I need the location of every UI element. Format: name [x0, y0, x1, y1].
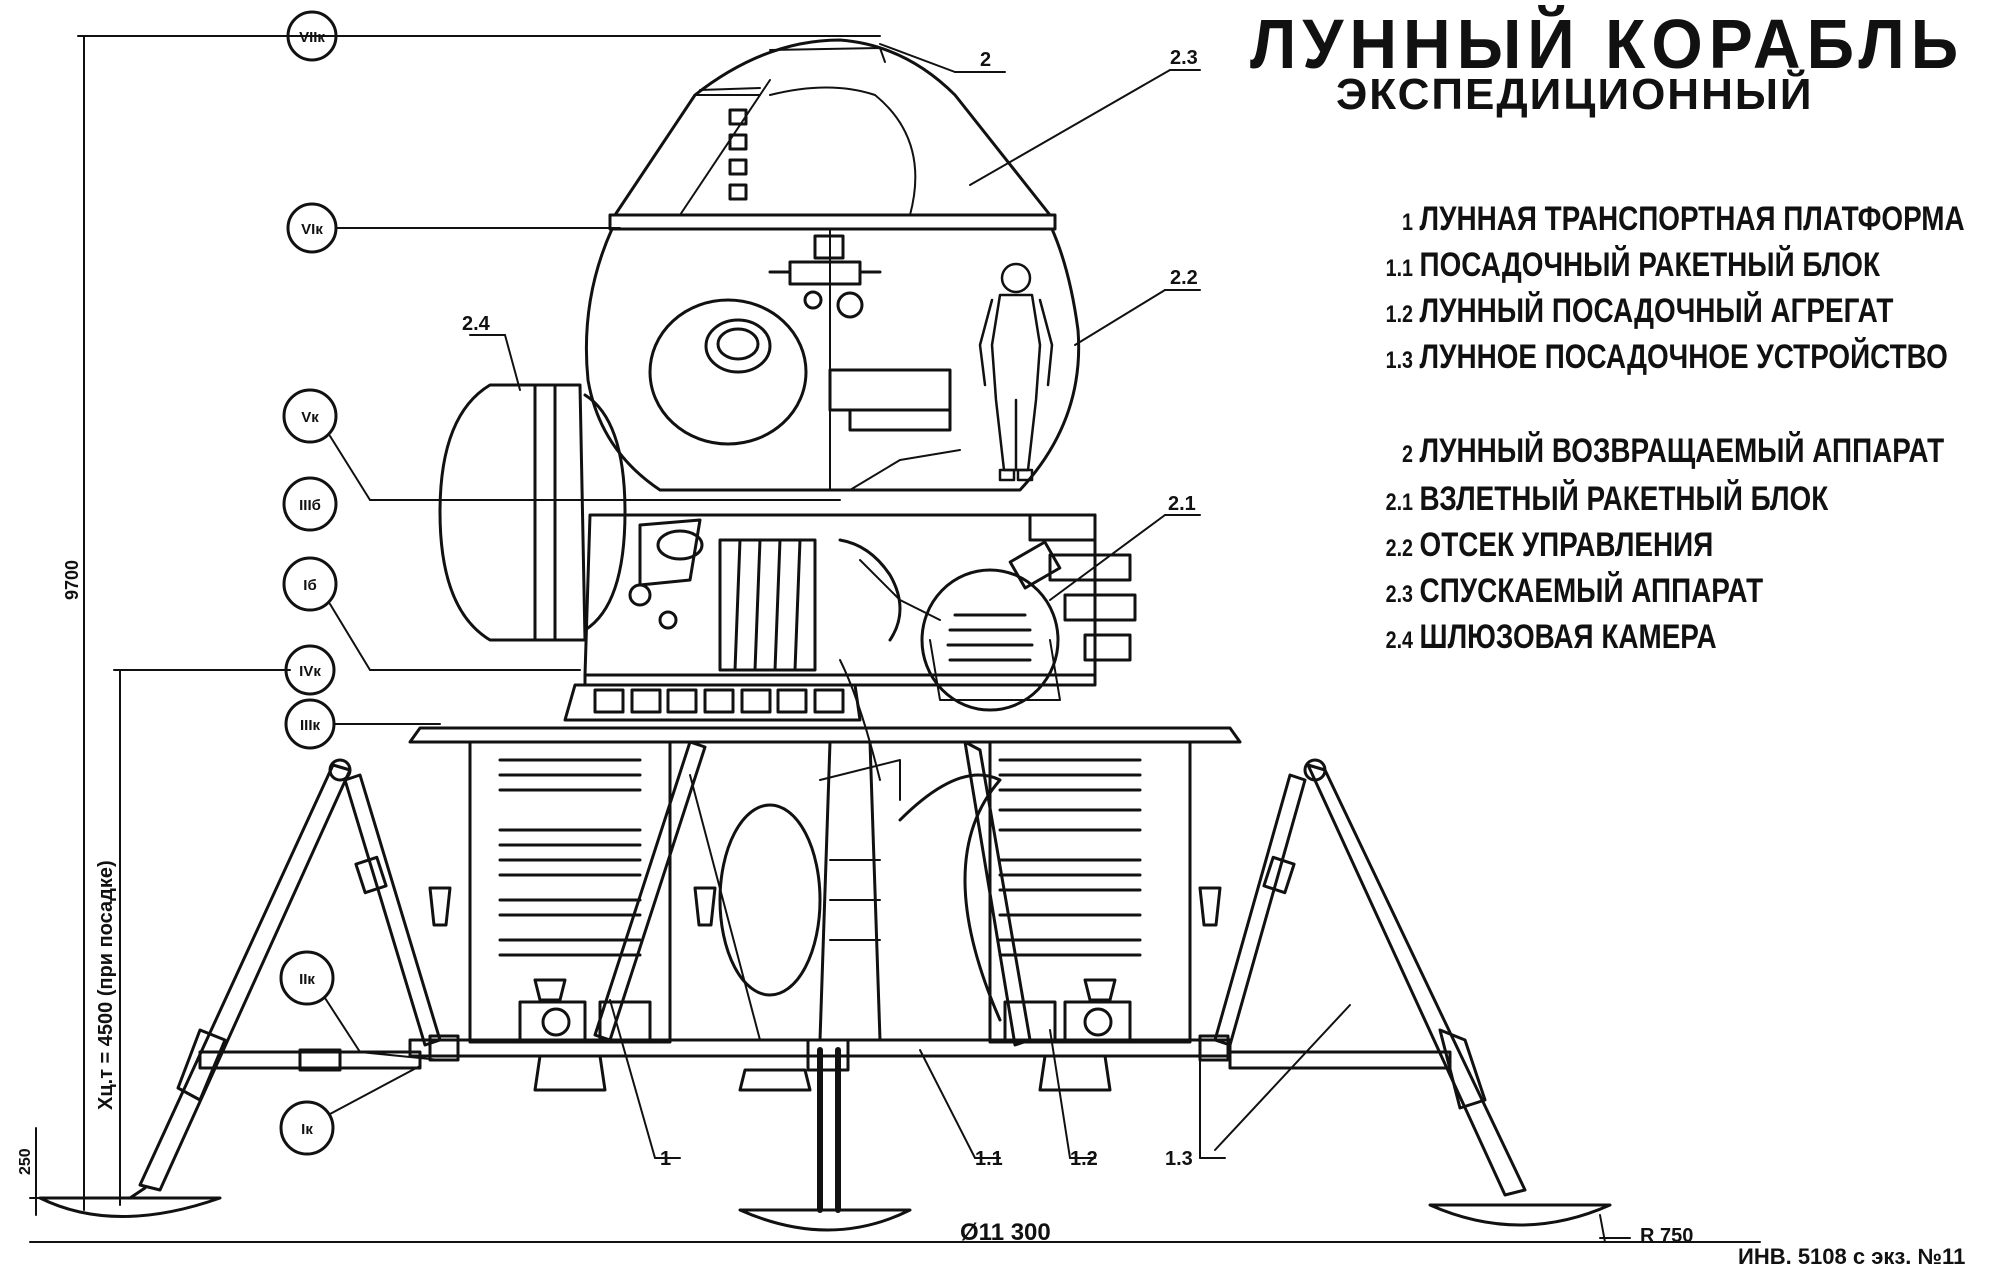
- legend-num: 2.3: [1385, 581, 1413, 608]
- legend-num: 1.2: [1385, 301, 1413, 328]
- section-label: Iб: [303, 577, 316, 594]
- callout-leaders: [469, 43, 1351, 1159]
- height-dimension: 9700: [62, 560, 82, 600]
- legend-num: 2: [1402, 441, 1413, 468]
- legend-label: ШЛЮЗОВАЯ КАМЕРА: [1419, 618, 1717, 656]
- callout-label: 2.2: [1170, 267, 1198, 289]
- section-label: IIIб: [299, 497, 321, 514]
- legend-num: 1.3: [1385, 347, 1413, 374]
- legend-num: 2.1: [1385, 489, 1413, 516]
- section-label: Iк: [301, 1121, 313, 1138]
- callout-label: 2.3: [1170, 47, 1198, 69]
- legend-num: 2.4: [1385, 627, 1413, 654]
- section-circle: [282, 556, 338, 612]
- drawing-subtitle: ЭКСПЕДИЦИОННЫЙ: [1336, 70, 1814, 119]
- section-circle: [284, 644, 336, 696]
- callout-labels: 2 2.3 2.2 2.4 2.1 1 1.1 1.2 1.3: [462, 47, 1198, 1170]
- dimension-labels: 9700 Xц.т = 4500 (при посадке) 250 Ø11 3…: [17, 560, 1693, 1247]
- section-label: VIIк: [299, 29, 325, 46]
- section-label: IIIк: [300, 717, 321, 734]
- diameter-dimension: Ø11 300: [960, 1219, 1051, 1246]
- section-circle: [282, 476, 338, 532]
- legend-label: СПУСКАЕМЫЙ АППАРАТ: [1419, 572, 1764, 610]
- legend-num: 1: [1402, 209, 1413, 236]
- cosmonaut-figure: [978, 262, 1054, 482]
- legend-label: ПОСАДОЧНЫЙ РАКЕТНЫЙ БЛОК: [1419, 246, 1880, 284]
- section-circle: [279, 1100, 335, 1156]
- inventory-stamp: ИНВ. 5108 с экз. №11: [1738, 1244, 1966, 1269]
- ascent-block: [583, 513, 1137, 712]
- legend-label: ЛУННАЯ ТРАНСПОРТНАЯ ПЛАТФОРМА: [1419, 200, 1965, 238]
- legend-label: ЛУННЫЙ ВОЗВРАЩАЕМЫЙ АППАРАТ: [1419, 432, 1945, 470]
- legend-num: 2.2: [1385, 535, 1413, 562]
- section-label: Vк: [301, 409, 319, 426]
- transport-platform: [408, 726, 1242, 1213]
- legend-label: ВЗЛЕТНЫЙ РАКЕТНЫЙ БЛОК: [1419, 480, 1829, 518]
- section-markers: [279, 10, 841, 1156]
- legend-label: ЛУННОЕ ПОСАДОЧНОЕ УСТРОЙСТВО: [1419, 338, 1948, 376]
- section-label: VIк: [301, 221, 323, 238]
- section-labels: VIIк VIк Vк IIIб Iб IVк IIIк IIк Iк: [299, 29, 325, 1138]
- legend-num: 1.1: [1385, 255, 1413, 282]
- landing-legs: [38, 740, 1612, 1232]
- legend-label: ЛУННЫЙ ПОСАДОЧНЫЙ АГРЕГАТ: [1419, 292, 1894, 330]
- callout-label: 1.3: [1165, 1148, 1193, 1170]
- foot-dimension: 250: [17, 1148, 34, 1175]
- callout-label: 1: [660, 1148, 671, 1170]
- section-circle: [279, 950, 335, 1006]
- callout-label: 1.1: [975, 1148, 1003, 1170]
- legend-label: ОТСЕК УПРАВЛЕНИЯ: [1419, 526, 1714, 564]
- control-compartment: [584, 227, 1081, 492]
- section-label: IIк: [299, 971, 315, 988]
- section-label: IVк: [299, 663, 321, 680]
- cg-dimension: Xц.т = 4500 (при посадке): [95, 860, 117, 1110]
- mid-ring: [563, 659, 1097, 781]
- airlock-chamber: [438, 383, 627, 642]
- callout-label: 1.2: [1070, 1148, 1098, 1170]
- section-circle: [282, 388, 338, 444]
- radius-dimension: R 750: [1640, 1225, 1693, 1247]
- callout-label: 2.1: [1168, 493, 1196, 515]
- drawing-title: ЛУННЫЙ КОРАБЛЬ: [1250, 5, 1965, 83]
- callout-label: 2: [980, 49, 991, 71]
- callout-label: 2.4: [462, 313, 491, 335]
